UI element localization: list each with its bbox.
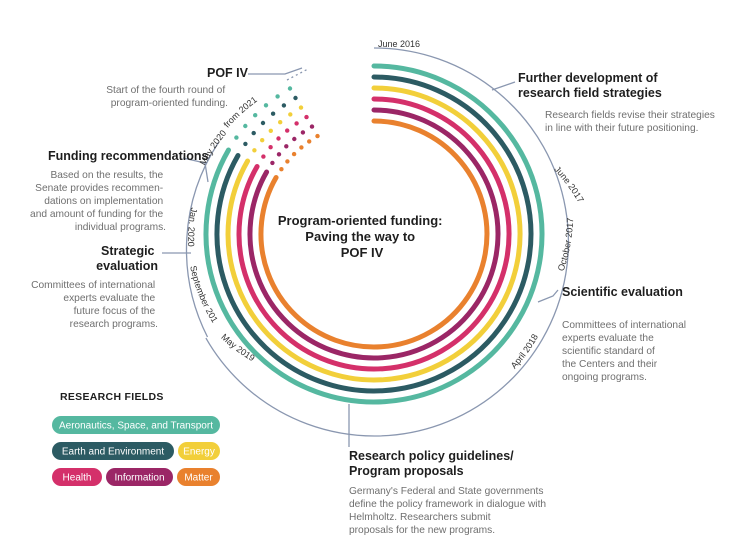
phase-scientific-title: Scientific evaluation <box>562 285 683 299</box>
connector-scientific <box>537 289 559 303</box>
dot-matter <box>307 139 312 144</box>
legend-item-matter: Matter <box>177 468 220 486</box>
ring-health <box>236 96 512 372</box>
dot-energy <box>260 138 265 143</box>
research-field-rings <box>203 63 545 405</box>
phase-policy-desc: Germany's Federal and State governments … <box>349 486 549 536</box>
dot-earth <box>251 130 256 136</box>
ring-matter <box>258 118 490 350</box>
connector-pof-dotted <box>286 68 309 81</box>
connector-pof <box>248 67 303 75</box>
ring-energy <box>225 85 523 383</box>
connector-further <box>491 81 516 91</box>
dot-information <box>284 144 289 149</box>
legend-item-energy: Energy <box>178 442 220 460</box>
svg-text:Matter: Matter <box>184 473 213 484</box>
legend-item-health: Health <box>52 468 102 486</box>
phase-pof-desc: Start of the fourth round of program-ori… <box>106 85 228 109</box>
phase-funding-desc: Based on the results, the Senate provide… <box>30 170 166 233</box>
dot-earth <box>281 103 287 108</box>
date-october-2017: October 2017 <box>556 218 575 273</box>
phase-scientific-desc: Committees of international experts eval… <box>562 320 689 383</box>
dot-health <box>261 154 266 159</box>
legend-item-aeronautics: Aeronautics, Space, and Transport <box>52 416 220 434</box>
dot-matter <box>279 167 284 172</box>
dot-matter <box>285 159 290 164</box>
phase-funding-title: Funding recommendations <box>48 149 208 163</box>
phase-further-title: Further development of research field st… <box>518 71 662 100</box>
dot-aeronautics <box>243 123 248 129</box>
phase-strategic-title: Strategic evaluation <box>96 244 158 273</box>
dot-energy <box>298 105 304 110</box>
svg-text:Energy: Energy <box>183 447 215 458</box>
phase-strategic-desc: Committees of international experts eval… <box>31 280 158 330</box>
dot-earth <box>243 141 248 147</box>
dot-aeronautics <box>263 103 269 108</box>
dot-information <box>270 160 275 166</box>
ring-aeronautics <box>203 63 545 405</box>
dot-health <box>276 136 281 141</box>
legend-item-information: Information <box>106 468 173 486</box>
svg-text:Aeronautics, Space, and Transp: Aeronautics, Space, and Transport <box>59 421 213 432</box>
dot-aeronautics <box>287 86 293 91</box>
dot-energy <box>288 112 293 117</box>
date-june-2016: June 2016 <box>378 39 420 49</box>
dot-information <box>292 136 297 142</box>
dot-aeronautics <box>253 113 258 118</box>
dot-energy <box>252 148 257 153</box>
date-june-2017: June 2017 <box>552 164 585 204</box>
legend-item-earth: Earth and Environment <box>52 442 174 460</box>
dot-aeronautics <box>275 94 280 99</box>
svg-text:Information: Information <box>114 473 164 484</box>
legend: RESEARCH FIELDS Aeronautics, Space, and … <box>52 391 220 486</box>
dot-energy <box>268 128 273 133</box>
date-jan-2020: Jan. 2020 <box>186 207 199 247</box>
dot-earth <box>260 120 266 126</box>
dot-matter <box>315 133 320 139</box>
svg-text:Earth and Environment: Earth and Environment <box>62 447 165 458</box>
dot-information <box>276 152 282 157</box>
dot-earth <box>270 111 276 116</box>
dot-health <box>304 114 309 120</box>
phase-further-desc: Research fields revise their strategies … <box>545 110 718 134</box>
dot-matter <box>299 145 304 150</box>
phase-pof-title: POF IV <box>207 66 249 80</box>
dot-matter <box>291 151 297 157</box>
svg-text:Health: Health <box>63 473 92 484</box>
dot-health <box>268 145 273 150</box>
timeline-connectors <box>162 47 570 447</box>
dot-information <box>300 130 306 135</box>
connector-funding <box>182 157 209 183</box>
dot-aeronautics <box>234 135 239 140</box>
future-dot-pattern <box>234 86 320 172</box>
dot-information <box>309 124 315 129</box>
dot-earth <box>293 95 298 101</box>
ring-information <box>247 107 501 361</box>
dot-energy <box>278 120 283 125</box>
outer-timeline-arc <box>205 47 570 437</box>
legend-title: RESEARCH FIELDS <box>60 391 164 403</box>
phase-policy-title: Research policy guidelines/ Program prop… <box>349 449 517 478</box>
dot-health <box>285 128 290 133</box>
dot-health <box>294 121 299 126</box>
center-title: Program-oriented funding: Paving the way… <box>278 213 446 260</box>
ring-earth <box>214 74 534 394</box>
